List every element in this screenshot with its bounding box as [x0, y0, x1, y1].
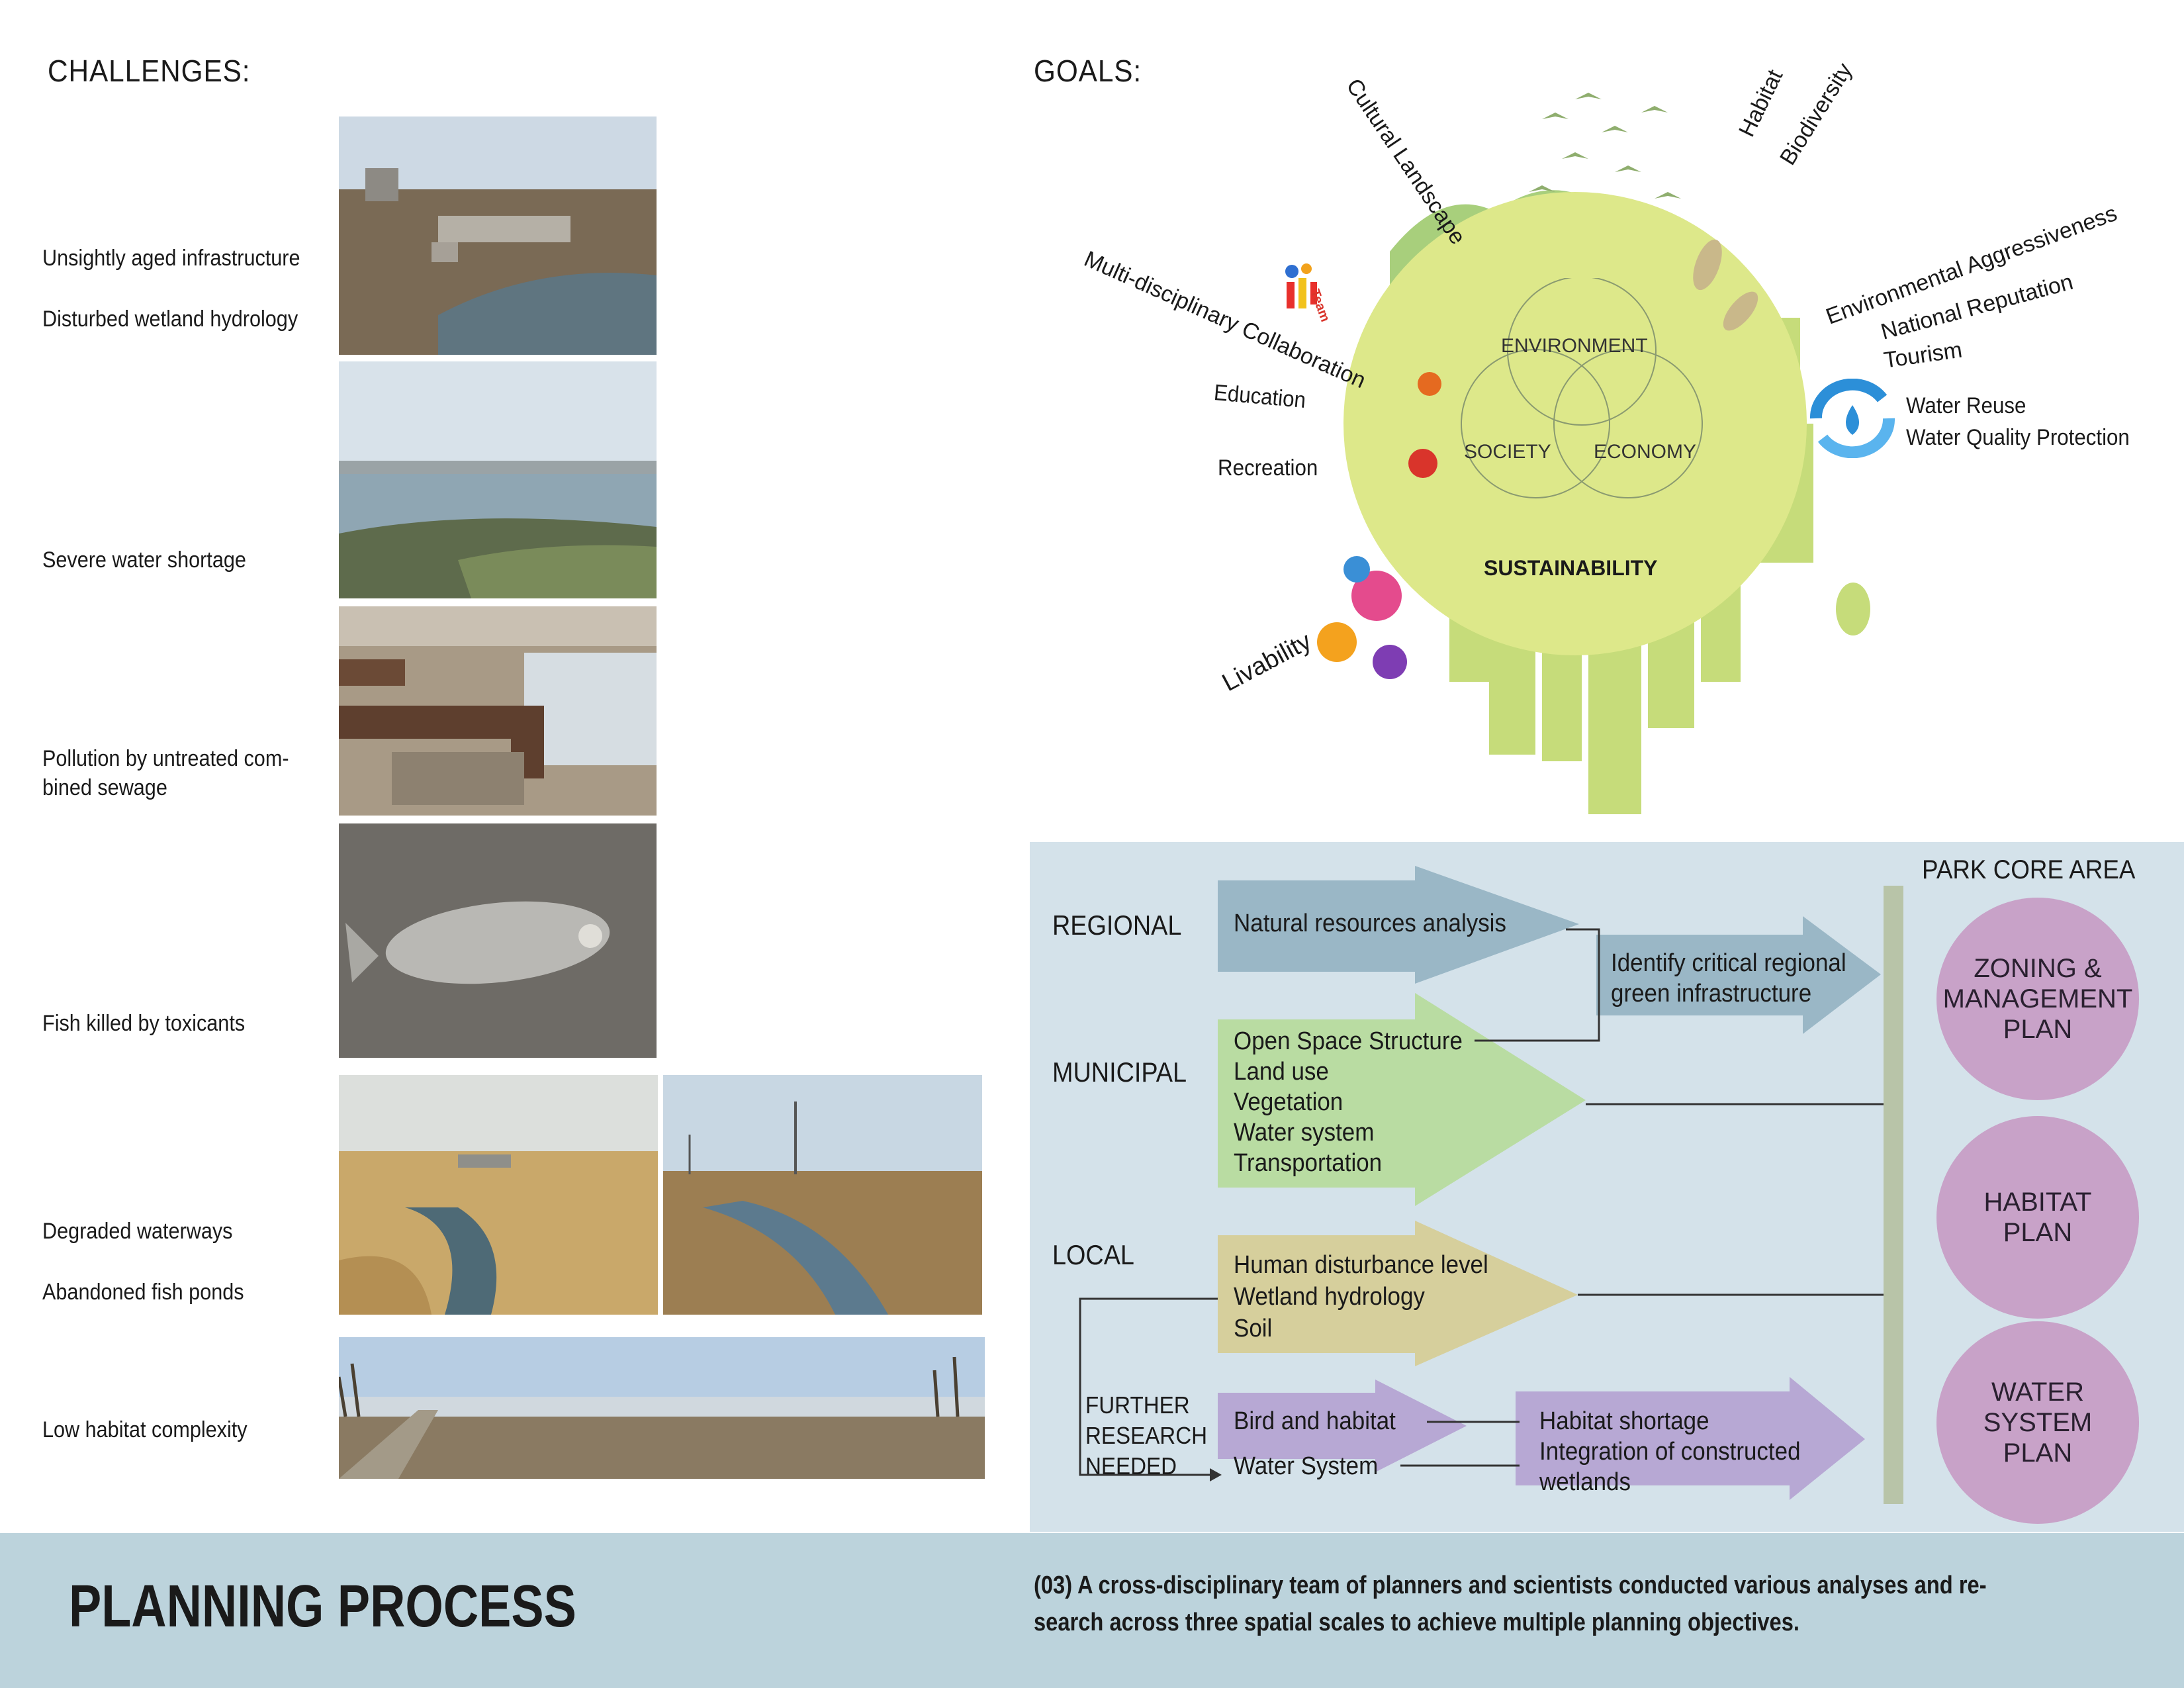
- degraded-waterway-photo: [339, 1075, 658, 1315]
- plan-line: SYSTEM: [1983, 1408, 2093, 1437]
- low-habitat-photo: [339, 1337, 985, 1479]
- caption-line: (03) A cross-disciplinary team of planne…: [1034, 1571, 1987, 1599]
- municipal-item: Open Space Structure: [1234, 1027, 1463, 1055]
- venn-society-label: SOCIETY: [1464, 441, 1551, 463]
- research-arrow: [1218, 1380, 1467, 1472]
- scale-regional-label: REGIONAL: [1052, 910, 1182, 941]
- scale-local-label: LOCAL: [1052, 1239, 1134, 1270]
- goal-water-reuse: Water Reuse: [1906, 393, 2026, 418]
- fish-ponds-photo: [663, 1075, 982, 1315]
- regional-analysis-text: Natural resources analysis: [1234, 910, 1506, 937]
- sustainability-globe-illustration: [1317, 93, 1870, 814]
- challenge-label: Degraded waterways: [42, 1219, 233, 1244]
- plan-line: ZONING &: [1974, 954, 2102, 983]
- research-item: Water System: [1234, 1452, 1379, 1480]
- infrastructure-photo: [339, 117, 657, 355]
- goal-water-quality-protection: Water Quality Protection: [1906, 425, 2130, 450]
- sustainability-label: SUSTAINABILITY: [1484, 556, 1658, 580]
- local-item: Soil: [1234, 1315, 1273, 1342]
- municipal-item: Vegetation: [1234, 1088, 1343, 1116]
- further-research-line: NEEDED: [1085, 1452, 1177, 1479]
- research-output-line: Integration of constructed: [1539, 1438, 1801, 1466]
- research-output-arrow: [1516, 1377, 1865, 1500]
- regional-arrow: [1218, 866, 1579, 984]
- challenge-label: Abandoned fish ponds: [42, 1280, 244, 1305]
- goal-education: Education: [1212, 380, 1307, 413]
- venn-economy-label: ECONOMY: [1594, 441, 1697, 463]
- municipal-item: Water system: [1234, 1119, 1375, 1147]
- plan-line: PLAN: [2003, 1015, 2073, 1044]
- municipal-item: Transportation: [1234, 1149, 1383, 1177]
- goals-title: GOALS:: [1034, 54, 1142, 88]
- research-output-line: Habitat shortage: [1539, 1407, 1709, 1435]
- team-logo-icon: [1284, 262, 1324, 318]
- planning-process-title: PLANNING PROCESS: [69, 1573, 576, 1640]
- challenge-label: Severe water shortage: [42, 547, 246, 573]
- plan-line: WATER: [1991, 1378, 2084, 1407]
- goal-recreation: Recreation: [1218, 455, 1318, 481]
- regional-output-line: Identify critical regional: [1611, 949, 1846, 977]
- local-item: Wetland hydrology: [1234, 1283, 1425, 1311]
- water-recycle-icon: [1803, 378, 1902, 459]
- challenges-title: CHALLENGES:: [48, 54, 251, 88]
- footer-band: [0, 1533, 2184, 1688]
- park-core-bar: [1884, 886, 1903, 1504]
- park-core-area-label: PARK CORE AREA: [1922, 855, 2136, 884]
- regional-output-line: green infrastructure: [1611, 980, 1812, 1008]
- local-arrow: [1218, 1221, 1578, 1366]
- venn-diagram: [1461, 278, 1703, 498]
- challenge-label: Unsightly aged infrastructure: [42, 246, 300, 271]
- plan-line: PLAN: [2003, 1218, 2073, 1247]
- research-item: Bird and habitat: [1234, 1407, 1396, 1435]
- regional-output-arrow: [1596, 916, 1881, 1034]
- water-shortage-photo: [339, 361, 657, 598]
- plan-line: PLAN: [2003, 1438, 2073, 1468]
- municipal-arrow: [1218, 993, 1586, 1206]
- further-research-line: RESEARCH: [1085, 1422, 1208, 1449]
- further-research-line: FURTHER: [1085, 1391, 1190, 1419]
- sewage-pollution-photo: [339, 606, 657, 816]
- challenge-label: Pollution by untreated com- bined sewage: [42, 746, 289, 800]
- venn-environment-label: ENVIRONMENT: [1501, 335, 1648, 357]
- challenge-label: Fish killed by toxicants: [42, 1011, 246, 1036]
- local-item: Human disturbance level: [1234, 1251, 1488, 1279]
- plan-line: MANAGEMENT: [1942, 984, 2133, 1013]
- challenge-label: Disturbed wetland hydrology: [42, 306, 298, 332]
- challenge-label: Low habitat complexity: [42, 1417, 248, 1442]
- caption-line: search across three spatial scales to ac…: [1034, 1609, 1799, 1636]
- research-output-line: wetlands: [1539, 1468, 1631, 1496]
- plan-line: HABITAT: [1983, 1188, 2092, 1217]
- planning-diagram-arrows: [1079, 866, 1903, 1504]
- municipal-item: Land use: [1234, 1058, 1329, 1086]
- scale-municipal-label: MUNICIPAL: [1052, 1056, 1187, 1088]
- dead-fish-photo: [339, 823, 657, 1058]
